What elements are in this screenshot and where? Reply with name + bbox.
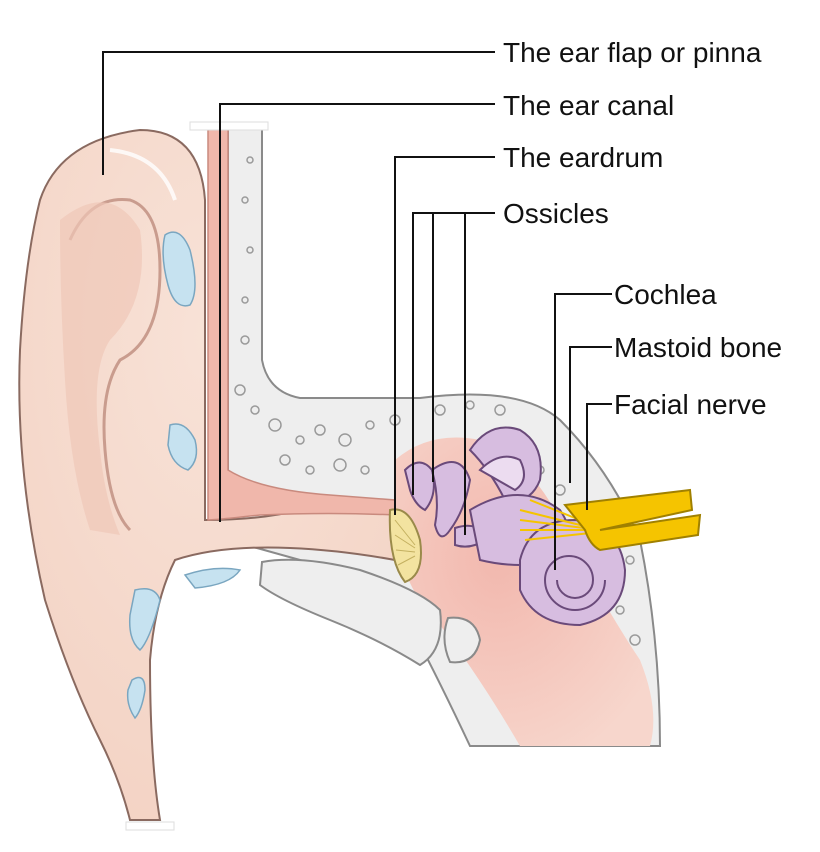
cartilage-patches bbox=[126, 231, 242, 720]
ear-canal-leader bbox=[219, 103, 495, 522]
pinna-fold bbox=[68, 198, 162, 532]
pinna-concha bbox=[60, 202, 142, 535]
label-cochlea: Cochlea bbox=[614, 279, 717, 310]
ear-canal bbox=[207, 127, 396, 521]
eardrum-leader bbox=[394, 156, 495, 515]
leader-lines bbox=[102, 51, 612, 570]
pinna-leader bbox=[102, 51, 495, 175]
lower-bone-nub bbox=[443, 616, 482, 664]
lower-bone-block bbox=[258, 558, 442, 667]
lobe-bottom-cap bbox=[125, 821, 175, 831]
facial-nerve-shape bbox=[563, 488, 702, 552]
eardrum-lines bbox=[394, 519, 416, 566]
label-mastoid-bone: Mastoid bone bbox=[614, 332, 782, 363]
ossicles-leader-1 bbox=[412, 212, 495, 495]
pinna-highlight bbox=[109, 148, 177, 201]
facial-nerve-leader bbox=[586, 403, 612, 510]
canal-top-cap bbox=[189, 121, 269, 131]
cochlea-leader bbox=[554, 293, 612, 570]
label-eardrum: The eardrum bbox=[503, 142, 663, 173]
label-ossicles: Ossicles bbox=[503, 198, 609, 229]
label-facial-nerve: Facial nerve bbox=[614, 389, 767, 420]
label-pinna: The ear flap or pinna bbox=[503, 37, 762, 68]
label-ear-canal: The ear canal bbox=[503, 90, 674, 121]
eardrum bbox=[388, 508, 422, 584]
mastoid-leader bbox=[569, 346, 612, 483]
